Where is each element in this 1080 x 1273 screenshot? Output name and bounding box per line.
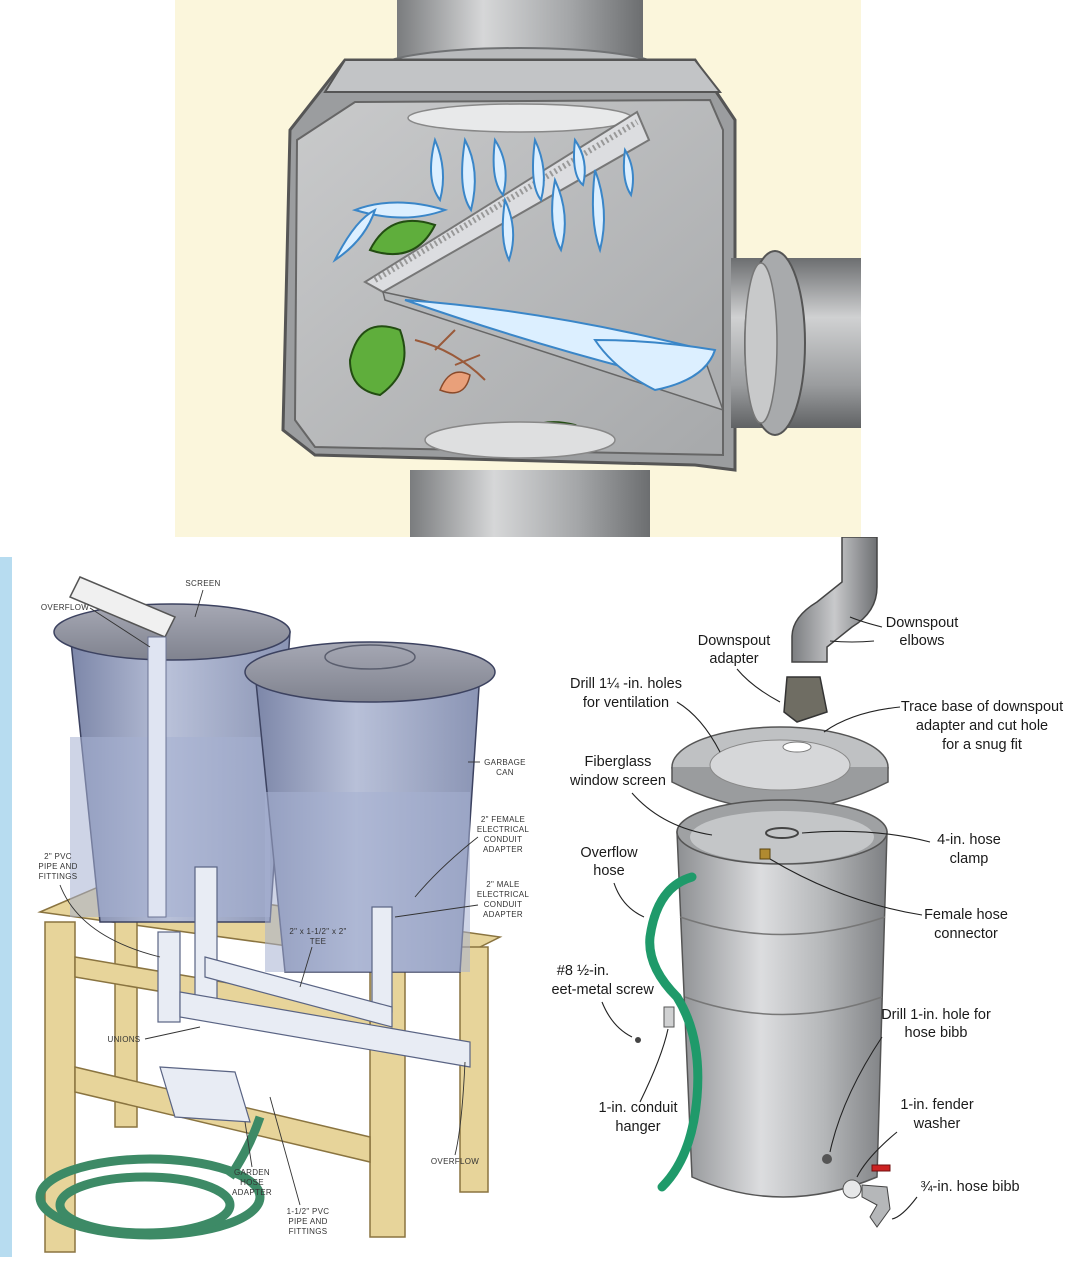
- label-garden-hose-3: ADAPTER: [232, 1188, 272, 1197]
- hose-bibb: [842, 1164, 891, 1228]
- label-female-adapter-3: CONDUIT: [484, 835, 523, 844]
- label-overflow-top: OVERFLOW: [41, 603, 89, 612]
- label-drill-bibb-2: hose bibb: [905, 1025, 968, 1041]
- label-fender-washer-1: 1-in. fender: [900, 1097, 974, 1113]
- label-small-pipe-1: 1-1/2" PVC: [287, 1207, 330, 1216]
- label-small-pipe-3: FITTINGS: [289, 1227, 328, 1236]
- conduit-hanger: [663, 1006, 675, 1028]
- hose-clamp: [765, 827, 799, 839]
- filter-cutaway-illustration: [175, 0, 861, 537]
- downspout-elbows: [791, 537, 878, 663]
- label-overflow-bottom: OVERFLOW: [431, 1157, 479, 1166]
- label-pvc-pipe-3: FITTINGS: [39, 872, 78, 881]
- label-screen: SCREEN: [185, 579, 220, 588]
- overflow-hose: [645, 872, 703, 1192]
- downspout-adapter: [783, 676, 828, 723]
- label-small-pipe-2: PIPE AND: [288, 1217, 327, 1226]
- label-trace-base-1: Trace base of downspout: [901, 699, 1063, 715]
- metal-can-body: [676, 799, 888, 1198]
- label-downspout-elbows-1: Downspout: [886, 615, 959, 631]
- label-screw-2: sheet-metal screw: [552, 982, 654, 998]
- bottom-pipe: [410, 470, 650, 537]
- label-downspout-adapter-1: Downspout: [698, 633, 771, 649]
- sheet-metal-screw: [635, 1037, 641, 1043]
- single-can-illustration: Downspout elbows Downspout adapter Drill…: [552, 537, 1080, 1273]
- label-unions: UNIONS: [108, 1035, 141, 1044]
- label-male-adapter-2: ELECTRICAL: [477, 890, 530, 899]
- label-tee-1: 2" x 1-1/2" x 2": [289, 927, 346, 936]
- garbage-can-right: [244, 641, 496, 973]
- label-female-connector-2: connector: [934, 926, 998, 942]
- label-fiberglass-screen-2: window screen: [569, 773, 666, 789]
- two-barrel-drawing: SCREEN OVERFLOW GARBAGE CAN 2" FEMALE EL…: [0, 557, 529, 1257]
- label-male-adapter-4: ADAPTER: [483, 910, 523, 919]
- label-hose-bibb: ¾-in. hose bibb: [920, 1179, 1019, 1195]
- label-drill-ventilation-2: for ventilation: [583, 695, 669, 711]
- can-lid: [671, 726, 889, 811]
- label-fender-washer-2: washer: [913, 1116, 961, 1132]
- label-downspout-adapter-2: adapter: [709, 651, 758, 667]
- label-trace-base-2: adapter and cut hole: [916, 718, 1048, 734]
- label-female-adapter-1: 2" FEMALE: [481, 815, 525, 824]
- label-drill-ventilation-1: Drill 1¼ -in. holes: [570, 676, 682, 692]
- label-garbage-can-1: GARBAGE: [484, 758, 526, 767]
- label-drill-bibb-1: Drill 1-in. hole for: [881, 1007, 991, 1023]
- label-fiberglass-screen-1: Fiberglass: [585, 754, 652, 770]
- label-downspout-elbows-2: elbows: [899, 633, 944, 649]
- female-hose-connector: [759, 848, 771, 860]
- label-hose-clamp-1: 4-in. hose: [937, 832, 1001, 848]
- label-overflow-hose-2: hose: [593, 863, 624, 879]
- single-can-drawing: Downspout elbows Downspout adapter Drill…: [552, 537, 1063, 1228]
- label-female-adapter-4: ADAPTER: [483, 845, 523, 854]
- label-male-adapter-3: CONDUIT: [484, 900, 523, 909]
- label-male-adapter-1: 2" MALE: [486, 880, 519, 889]
- can-callouts: Downspout elbows Downspout adapter Drill…: [552, 615, 1063, 1220]
- label-tee-2: TEE: [310, 937, 326, 946]
- label-garden-hose-2: HOSE: [240, 1178, 264, 1187]
- water-flow: [332, 136, 717, 392]
- label-garbage-can-2: CAN: [496, 768, 514, 777]
- label-conduit-hanger-1: 1-in. conduit: [599, 1100, 678, 1116]
- garden-hose: [35, 1115, 265, 1240]
- two-barrel-illustration: SCREEN OVERFLOW GARBAGE CAN 2" FEMALE EL…: [0, 537, 552, 1273]
- label-overflow-hose-1: Overflow: [580, 845, 638, 861]
- pvc-plumbing: [157, 866, 471, 1123]
- label-female-adapter-2: ELECTRICAL: [477, 825, 530, 834]
- label-female-connector-1: Female hose: [924, 907, 1008, 923]
- label-trace-base-3: for a snug fit: [942, 737, 1022, 753]
- label-pvc-pipe-2: PIPE AND: [38, 862, 77, 871]
- garbage-can-left: [53, 603, 291, 923]
- label-garden-hose-1: GARDEN: [234, 1168, 270, 1177]
- label-screw-1: #8 ½-in.: [557, 963, 609, 979]
- label-hose-clamp-2: clamp: [950, 851, 989, 867]
- label-conduit-hanger-2: hanger: [615, 1119, 660, 1135]
- filter-cutaway-drawing: [281, 0, 861, 537]
- label-pvc-pipe-1: 2" PVC: [44, 852, 72, 861]
- barrel-callouts: SCREEN OVERFLOW GARBAGE CAN 2" FEMALE EL…: [38, 579, 529, 1236]
